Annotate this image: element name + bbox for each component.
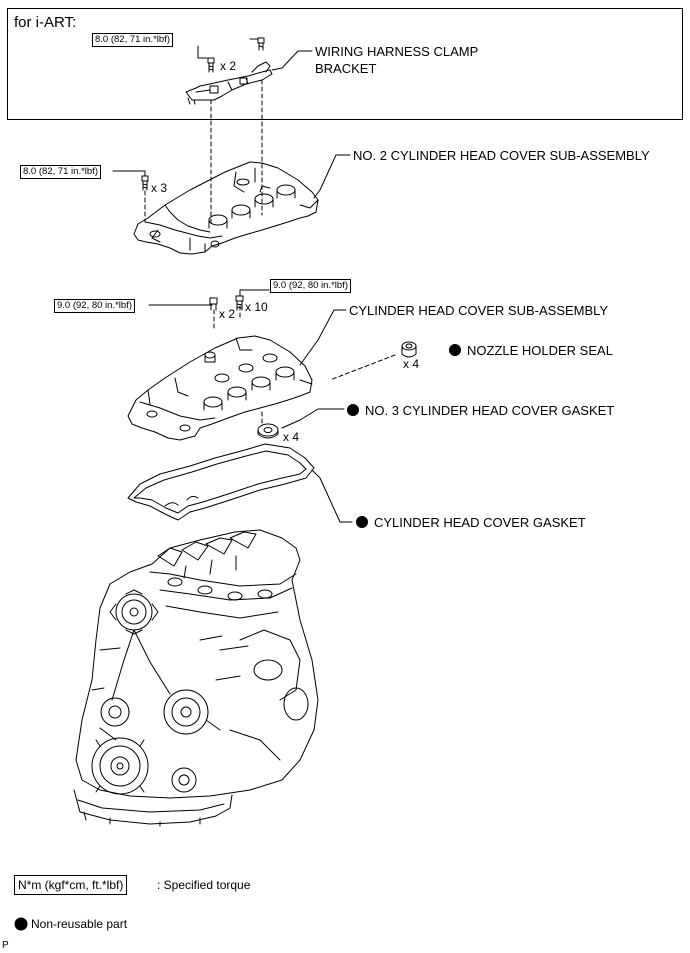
label-no2-cylinder-head-cover: NO. 2 CYLINDER HEAD COVER SUB-ASSEMBLY (353, 148, 650, 163)
non-reusable-part-icon (356, 516, 368, 528)
corner-code: P (2, 940, 9, 951)
label-no3-gasket-text: NO. 3 CYLINDER HEAD COVER GASKET (365, 403, 615, 418)
quantity-bracket-bolt: x 2 (220, 59, 237, 73)
quantity-no3-gasket: x 4 (283, 430, 300, 444)
alignment-guide-lines (144, 79, 396, 426)
i-art-section-title: for i-ART: (14, 14, 77, 31)
non-reusable-part-icon (347, 404, 359, 416)
quantity-cover-bolt: x 10 (245, 300, 268, 314)
stud-bolt-icon (209, 297, 218, 311)
bolt-icon (257, 37, 265, 51)
legend-non-reusable-description: Non-reusable part (31, 917, 128, 931)
torque-spec-cover-bolt: 9.0 (92, 80 in.*lbf) (270, 279, 351, 293)
engine-assembly-part (73, 529, 319, 827)
label-nozzle-holder-seal-text: NOZZLE HOLDER SEAL (467, 343, 613, 358)
label-wiring-harness-clamp-bracket-line2: BRACKET (315, 61, 377, 76)
non-reusable-part-icon (14, 917, 28, 931)
quantity-no2-cover-bolt: x 3 (151, 181, 168, 195)
label-cylinder-head-cover: CYLINDER HEAD COVER SUB-ASSEMBLY (349, 303, 609, 318)
bolt-icon (235, 295, 244, 311)
no2-cylinder-head-cover-part (133, 161, 319, 255)
quantity-stud-bolt: x 2 (219, 307, 236, 321)
legend-torque-unit-box: N*m (kgf*cm, ft.*lbf) (14, 875, 128, 895)
label-cylinder-head-cover-gasket-text: CYLINDER HEAD COVER GASKET (374, 515, 586, 530)
nozzle-holder-seal-part (401, 341, 417, 358)
label-cylinder-head-cover-gasket: CYLINDER HEAD COVER GASKET (356, 515, 586, 530)
cylinder-head-cover-gasket-part (127, 443, 315, 521)
torque-spec-no2-cover-bolt: 8.0 (82, 71 in.*lbf) (20, 165, 101, 179)
torque-spec-stud-bolt: 9.0 (92, 80 in.*lbf) (54, 299, 135, 313)
no3-cylinder-head-cover-gasket-part (257, 423, 279, 439)
cylinder-head-cover-part (127, 335, 313, 441)
legend-torque-description: : Specified torque (157, 878, 251, 892)
label-no3-gasket: NO. 3 CYLINDER HEAD COVER GASKET (347, 403, 614, 418)
torque-spec-bracket-bolt: 8.0 (82, 71 in.*lbf) (92, 33, 173, 47)
label-nozzle-holder-seal: NOZZLE HOLDER SEAL (449, 343, 613, 358)
non-reusable-part-icon (449, 344, 461, 356)
label-wiring-harness-clamp-bracket-line1: WIRING HARNESS CLAMP (315, 44, 479, 59)
bolt-icon (141, 175, 149, 191)
i-art-section-frame (7, 8, 683, 120)
quantity-nozzle-holder-seal: x 4 (403, 357, 420, 371)
bolt-icon (207, 57, 215, 73)
